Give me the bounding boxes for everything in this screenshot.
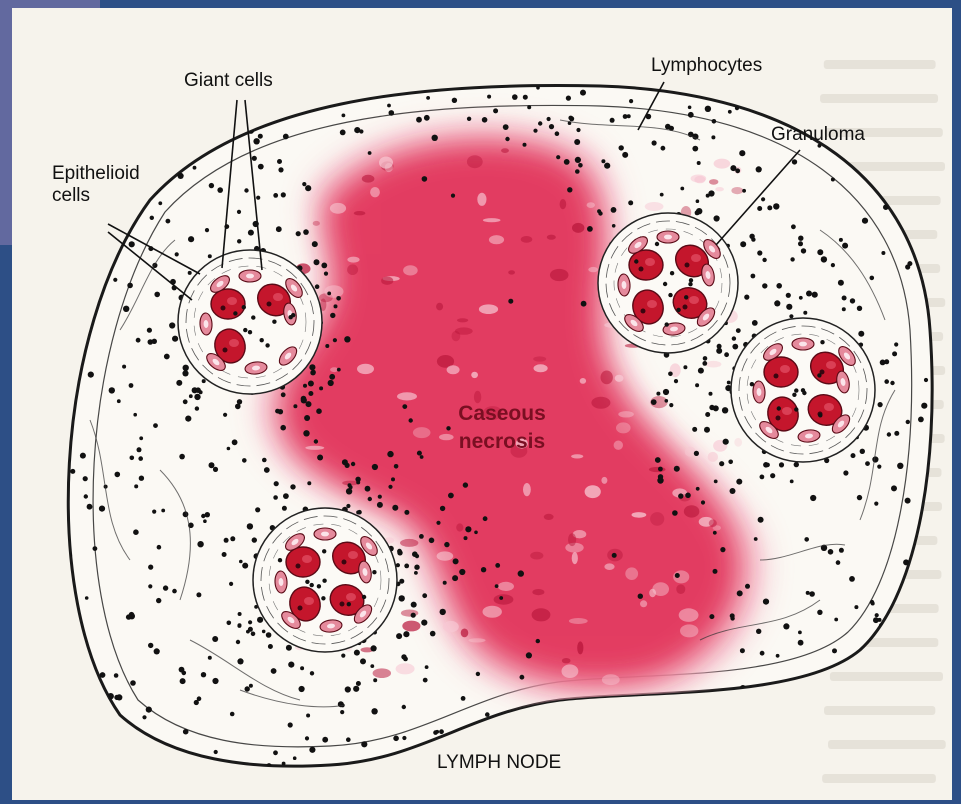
epithelioid-cell <box>239 270 261 282</box>
giant-cell <box>764 357 798 387</box>
granuloma <box>598 213 738 353</box>
giant-cell <box>629 250 663 280</box>
epithelioid-cell <box>314 528 336 540</box>
label-epithelioid-cells: Epithelioid cells <box>52 163 140 207</box>
granuloma <box>731 318 875 462</box>
granuloma <box>178 250 322 394</box>
granuloma <box>253 508 397 652</box>
label-lymphocytes: Lymphocytes <box>651 55 762 77</box>
label-caseous-necrosis: Caseous necrosis <box>432 400 572 456</box>
label-giant-cells: Giant cells <box>184 70 273 92</box>
giant-cell <box>286 547 320 577</box>
giant-cell <box>211 289 245 319</box>
label-granuloma: Granuloma <box>771 124 865 146</box>
label-lymph-node: LYMPH NODE <box>437 752 561 774</box>
epithelioid-cell <box>792 338 814 350</box>
epithelioid-cell <box>657 231 679 243</box>
